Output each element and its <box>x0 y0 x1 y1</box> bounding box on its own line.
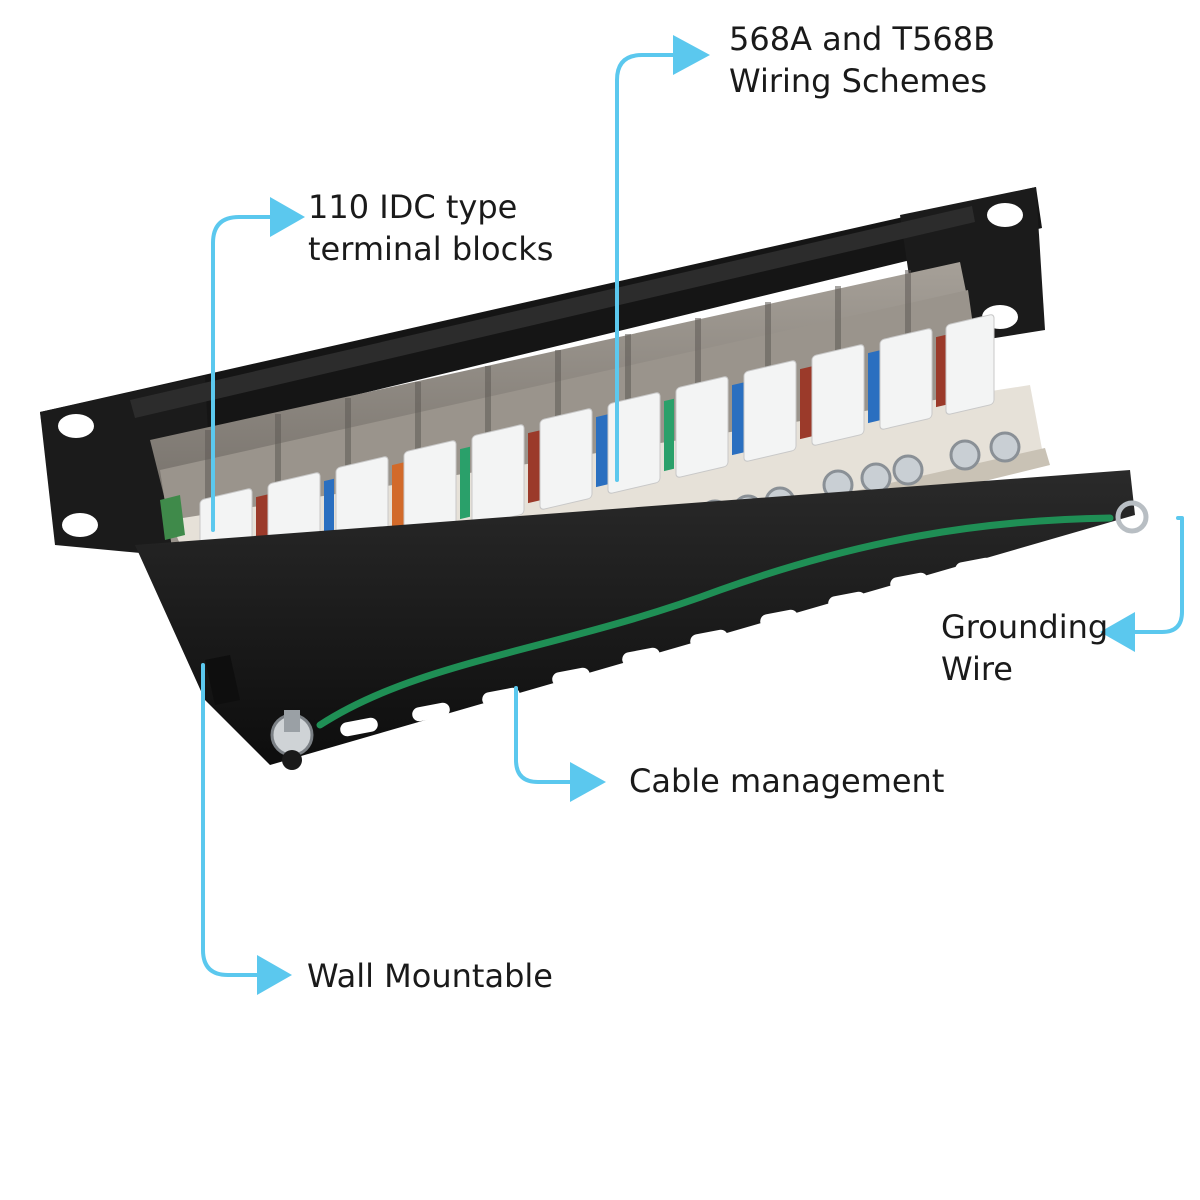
mounting-hole-right-top <box>987 203 1023 227</box>
callout-cable-text: Cable management <box>629 762 945 800</box>
callout-grounding-wire: Grounding Wire <box>941 606 1108 690</box>
callout-grounding-line2: Wire <box>941 650 1013 688</box>
mounting-hole-left-top <box>58 414 94 438</box>
arrow-idc-icon <box>270 197 305 237</box>
callout-idc-line1: 110 IDC type <box>308 188 518 226</box>
callout-wall-mountable: Wall Mountable <box>307 955 553 997</box>
arrow-grounding-icon <box>1100 612 1135 652</box>
callout-grounding-line1: Grounding <box>941 608 1109 646</box>
leader-idc <box>211 215 287 532</box>
grounding-wire <box>270 500 1149 770</box>
callout-cable-management: Cable management <box>629 760 944 802</box>
leader-grounding <box>1113 516 1184 634</box>
callout-arrowheads <box>257 35 1135 995</box>
callout-wall-text: Wall Mountable <box>307 957 553 995</box>
mounting-hole-left-bottom <box>62 513 98 537</box>
arrow-cable-icon <box>570 762 606 802</box>
callout-wiring-schemes: 568A and T568B Wiring Schemes <box>729 18 995 102</box>
callout-leaders <box>201 53 1184 977</box>
arrow-wiring-icon <box>673 35 710 75</box>
leader-wall <box>201 663 274 977</box>
callout-idc-terminal-blocks: 110 IDC type terminal blocks <box>308 186 553 270</box>
callout-wiring-line1: 568A and T568B <box>729 20 996 58</box>
callout-idc-line2: terminal blocks <box>308 230 554 268</box>
leader-wiring <box>615 53 692 482</box>
leader-cable <box>514 686 587 784</box>
callout-wiring-line2: Wiring Schemes <box>729 62 988 100</box>
arrow-wall-icon <box>257 955 292 995</box>
